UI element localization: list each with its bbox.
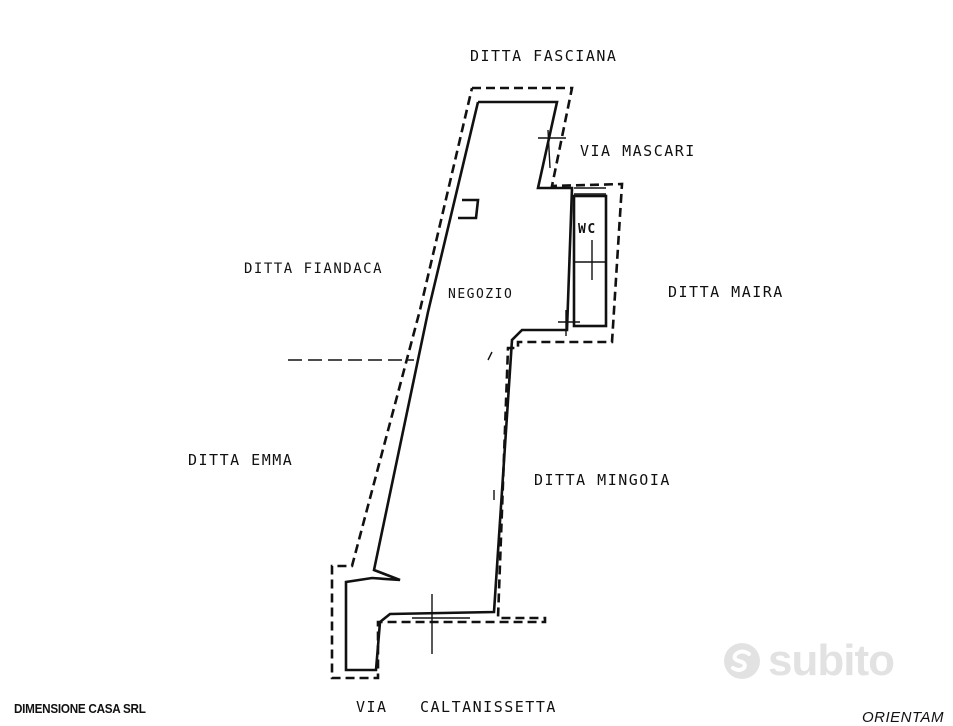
label-ditta-fiandaca: DITTA FIANDACA — [244, 261, 383, 277]
label-via-mascari: VIA MASCARI — [580, 142, 696, 160]
watermark: subito — [722, 636, 895, 686]
subito-logo-icon — [724, 643, 760, 679]
label-wc: WC — [578, 222, 597, 237]
outer-boundary-wall — [330, 86, 624, 680]
mark-wall-tick — [487, 351, 493, 361]
left-wall-jog — [458, 198, 480, 220]
watermark-brand: subito — [768, 636, 895, 685]
orientation-label: ORIENTAM — [862, 709, 945, 726]
label-ditta-mingoia: DITTA MINGOIA — [534, 471, 671, 489]
wc-room — [572, 194, 608, 328]
company-name: DIMENSIONE CASA SRL — [14, 701, 146, 716]
inner-boundary-wall — [344, 100, 574, 672]
label-via: VIA — [356, 698, 388, 716]
label-negozio: NEGOZIO — [448, 287, 513, 302]
label-ditta-emma: DITTA EMMA — [188, 451, 293, 469]
window-marker-mascari-2 — [547, 129, 551, 169]
label-ditta-fasciana: DITTA FASCIANA — [470, 47, 617, 65]
label-caltanissetta: CALTANISSETTA — [420, 698, 557, 716]
label-ditta-maira: DITTA MAIRA — [668, 283, 784, 301]
